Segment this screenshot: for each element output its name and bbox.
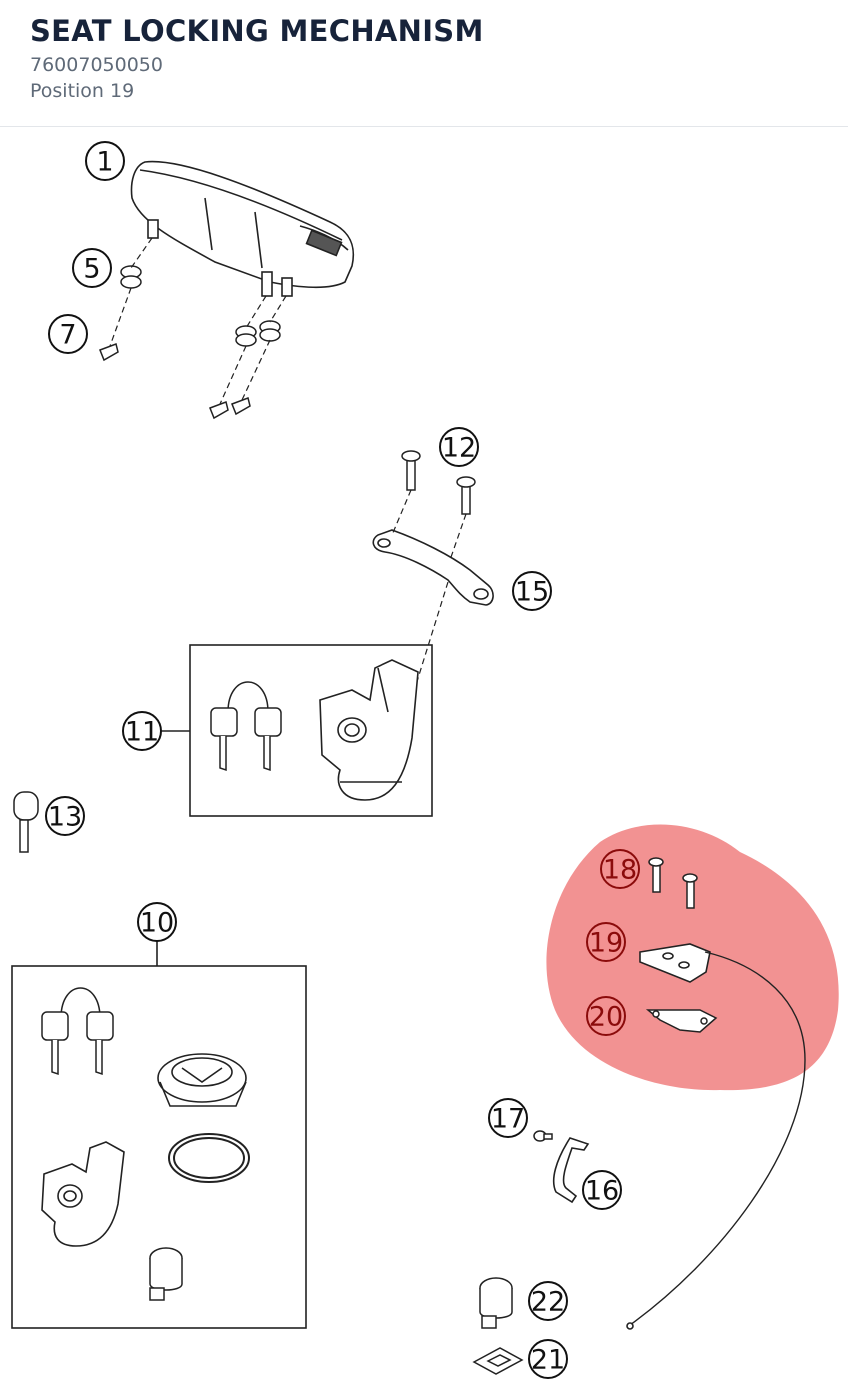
callout-number: 13: [48, 802, 82, 833]
grommet-part[interactable]: [120, 265, 281, 347]
callout-circle: [586, 996, 626, 1036]
kit-box: [11, 965, 307, 1329]
screw-part[interactable]: [99, 343, 251, 420]
callout-number: 11: [125, 717, 159, 748]
callout-circle: [600, 849, 640, 889]
page-header: SEAT LOCKING MECHANISM 76007050050 Posit…: [0, 0, 848, 127]
callout-number: 21: [531, 1345, 565, 1376]
lock-cylinder-part[interactable]: [149, 1247, 183, 1301]
callout-circle: [122, 711, 162, 751]
callout-number: 12: [442, 433, 476, 464]
callout-7[interactable]: 7: [48, 314, 88, 354]
callout-number: 5: [83, 254, 100, 285]
clip-bracket-part[interactable]: [552, 1137, 590, 1204]
callout-12[interactable]: 12: [439, 427, 479, 467]
screw-part[interactable]: [533, 1130, 553, 1142]
callout-number: 7: [59, 320, 76, 351]
callout-number: 10: [140, 908, 174, 939]
callout-circle: [72, 248, 112, 288]
key-part[interactable]: [13, 791, 39, 853]
callout-number: 16: [585, 1176, 619, 1207]
callout-16[interactable]: 16: [582, 1170, 622, 1210]
callout-circle: [512, 571, 552, 611]
callout-10[interactable]: 10: [137, 902, 177, 942]
callout-circle: [488, 1098, 528, 1138]
page-title: SEAT LOCKING MECHANISM: [30, 14, 484, 48]
callout-circle: [528, 1281, 568, 1321]
callout-22[interactable]: 22: [528, 1281, 568, 1321]
callout-circle: [586, 922, 626, 962]
lock-cylinder-part[interactable]: [479, 1277, 513, 1329]
callout-number: 15: [515, 577, 549, 608]
callout-number: 1: [96, 147, 113, 178]
part-number: 76007050050: [30, 54, 163, 76]
callout-circle: [137, 902, 177, 942]
callout-number: 18: [603, 855, 637, 886]
seal-ring-part[interactable]: [168, 1133, 250, 1183]
callout-18[interactable]: 18: [600, 849, 640, 889]
bracket-part[interactable]: [372, 529, 494, 606]
callout-17[interactable]: 17: [488, 1098, 528, 1138]
seat-lock-part[interactable]: [626, 943, 806, 1330]
callout-circle: [582, 1170, 622, 1210]
gasket-part[interactable]: [472, 1347, 524, 1375]
callout-circle: [528, 1339, 568, 1379]
position-label: Position 19: [30, 80, 135, 102]
callout-13[interactable]: 13: [45, 796, 85, 836]
callout-20[interactable]: 20: [586, 996, 626, 1036]
ignition-lock-part[interactable]: [319, 659, 419, 801]
callout-number: 20: [589, 1002, 623, 1033]
callout-circle: [48, 314, 88, 354]
fuel-cap-part[interactable]: [157, 1053, 247, 1107]
callout-11[interactable]: 11: [122, 711, 162, 751]
screw-part[interactable]: [401, 450, 476, 515]
callout-19[interactable]: 19: [586, 922, 626, 962]
bolt-part[interactable]: [648, 857, 698, 909]
callout-1[interactable]: 1: [85, 141, 125, 181]
callout-number: 17: [491, 1104, 525, 1135]
callout-15[interactable]: 15: [512, 571, 552, 611]
callout-5[interactable]: 5: [72, 248, 112, 288]
lock-plate-part[interactable]: [645, 1009, 718, 1033]
ignition-lock-part[interactable]: [41, 1141, 125, 1247]
callout-number: 19: [589, 928, 623, 959]
instrument-cluster-part[interactable]: [130, 160, 355, 297]
key-set-part[interactable]: [210, 681, 282, 772]
callout-number: 22: [531, 1287, 565, 1318]
callout-circle: [85, 141, 125, 181]
callout-circle: [439, 427, 479, 467]
callout-circle: [45, 796, 85, 836]
key-set-part[interactable]: [41, 987, 114, 1076]
callout-21[interactable]: 21: [528, 1339, 568, 1379]
